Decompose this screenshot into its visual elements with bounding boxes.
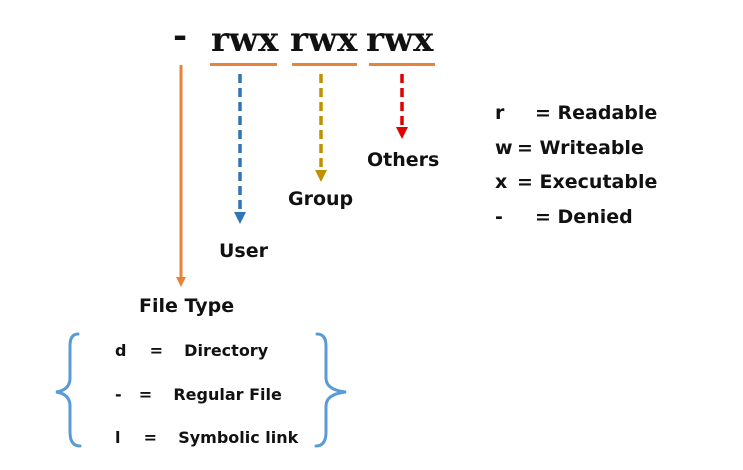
group-perm: rwx <box>290 20 358 60</box>
legend-value: = Writeable <box>517 137 644 159</box>
legend-item-x: x = Executable <box>495 171 657 193</box>
legend-value: = Readable <box>535 102 658 124</box>
user-underline <box>210 63 277 66</box>
file-type-value: Directory <box>184 341 269 360</box>
left-brace <box>55 332 82 448</box>
file-type-key: d <box>115 341 127 360</box>
file-type-symlink: l = Symbolic link <box>115 428 298 447</box>
file-type-value: Regular File <box>173 385 282 404</box>
legend-key: - <box>495 206 503 228</box>
file-type-directory: d = Directory <box>115 341 268 360</box>
group-label: Group <box>288 188 354 210</box>
legend-key: r <box>495 102 505 124</box>
file-type-eq: = <box>138 385 153 404</box>
legend-item-r: r = Readable <box>495 102 657 124</box>
legend-value: = Denied <box>535 206 633 228</box>
others-underline <box>369 63 435 66</box>
legend-value: = Executable <box>517 171 658 193</box>
file-type-label: File Type <box>139 295 235 317</box>
group-underline <box>292 63 357 66</box>
legend-item-denied: - = Denied <box>495 206 633 228</box>
file-type-key: - <box>115 385 122 404</box>
user-perm: rwx <box>211 20 279 60</box>
file-type-regular: - = Regular File <box>115 385 282 404</box>
others-label: Others <box>367 149 440 171</box>
legend-item-w: w= Writeable <box>495 137 644 159</box>
others-perm: rwx <box>366 20 434 60</box>
right-brace <box>314 332 347 448</box>
user-label: User <box>219 240 268 262</box>
file-type-eq: = <box>143 428 158 447</box>
file-type-value: Symbolic link <box>178 428 299 447</box>
legend-key: x <box>495 171 508 193</box>
file-type-eq: = <box>149 341 164 360</box>
file-type-key: l <box>115 428 121 447</box>
legend-key: w <box>495 137 513 159</box>
type-char: - <box>173 16 188 56</box>
